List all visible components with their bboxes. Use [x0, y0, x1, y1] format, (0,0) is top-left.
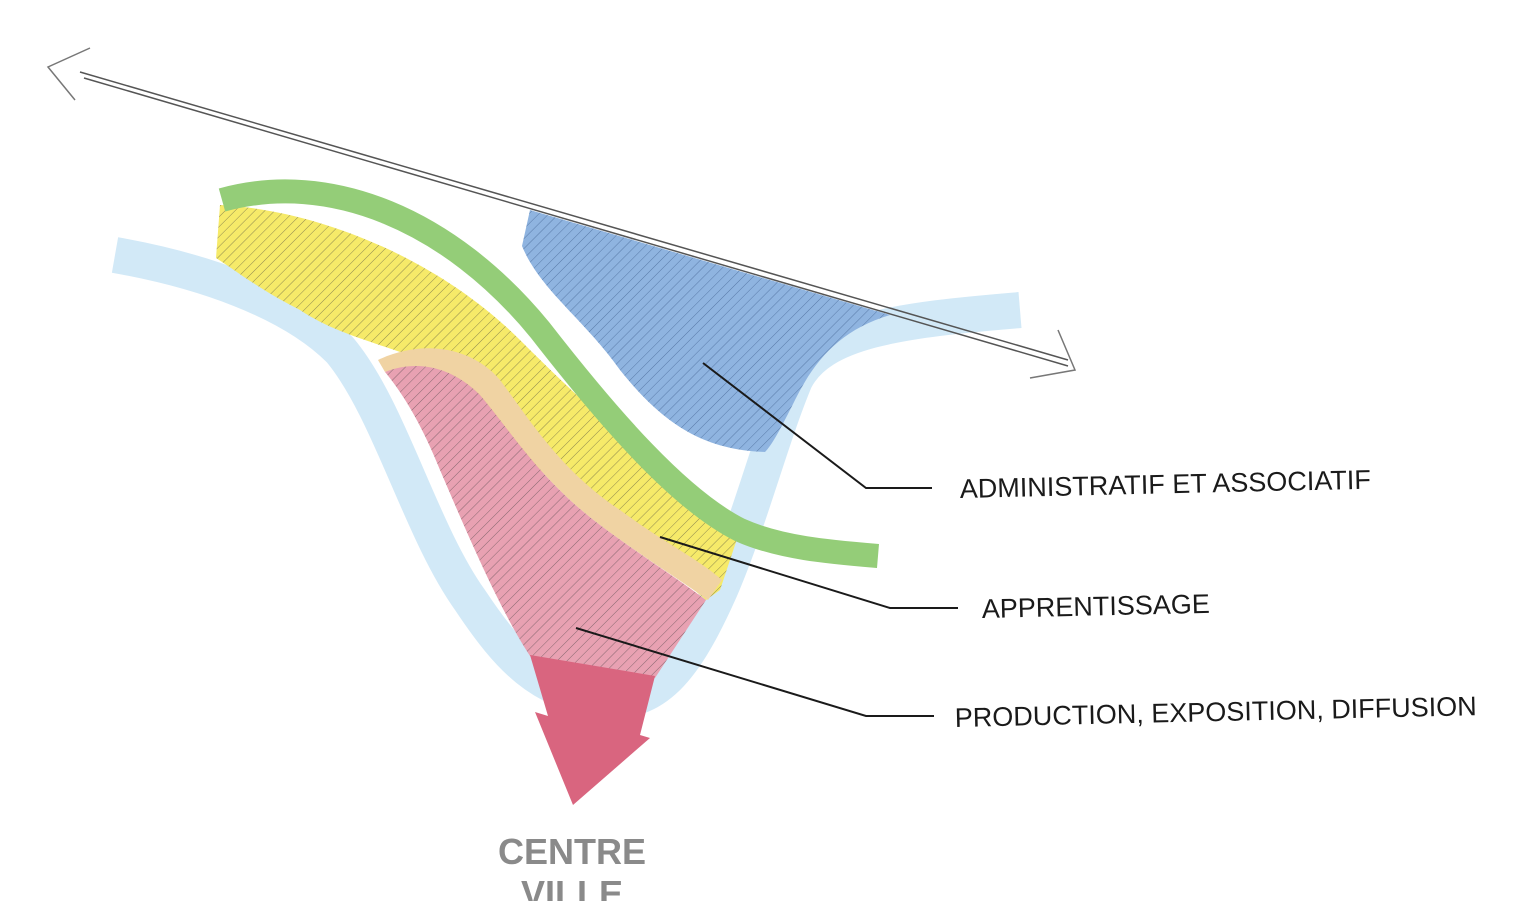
zone-transition	[378, 348, 722, 600]
green-band	[218, 179, 879, 568]
label-administratif: ADMINISTRATIF ET ASSOCIATIF	[959, 465, 1371, 504]
leader-line-apprentissage	[659, 536, 958, 609]
label-production: PRODUCTION, EXPOSITION, DIFFUSION	[954, 691, 1477, 733]
centre-ville-arrow	[530, 655, 655, 805]
label-apprentissage: APPRENTISSAGE	[981, 589, 1210, 624]
centre-ville-line2: VILLE	[521, 873, 623, 901]
axis-double-arrow	[46, 47, 1077, 379]
leader-line-production	[575, 627, 934, 717]
leader-line-administratif	[702, 362, 932, 489]
centre-ville-line1: CENTRE	[498, 831, 646, 872]
